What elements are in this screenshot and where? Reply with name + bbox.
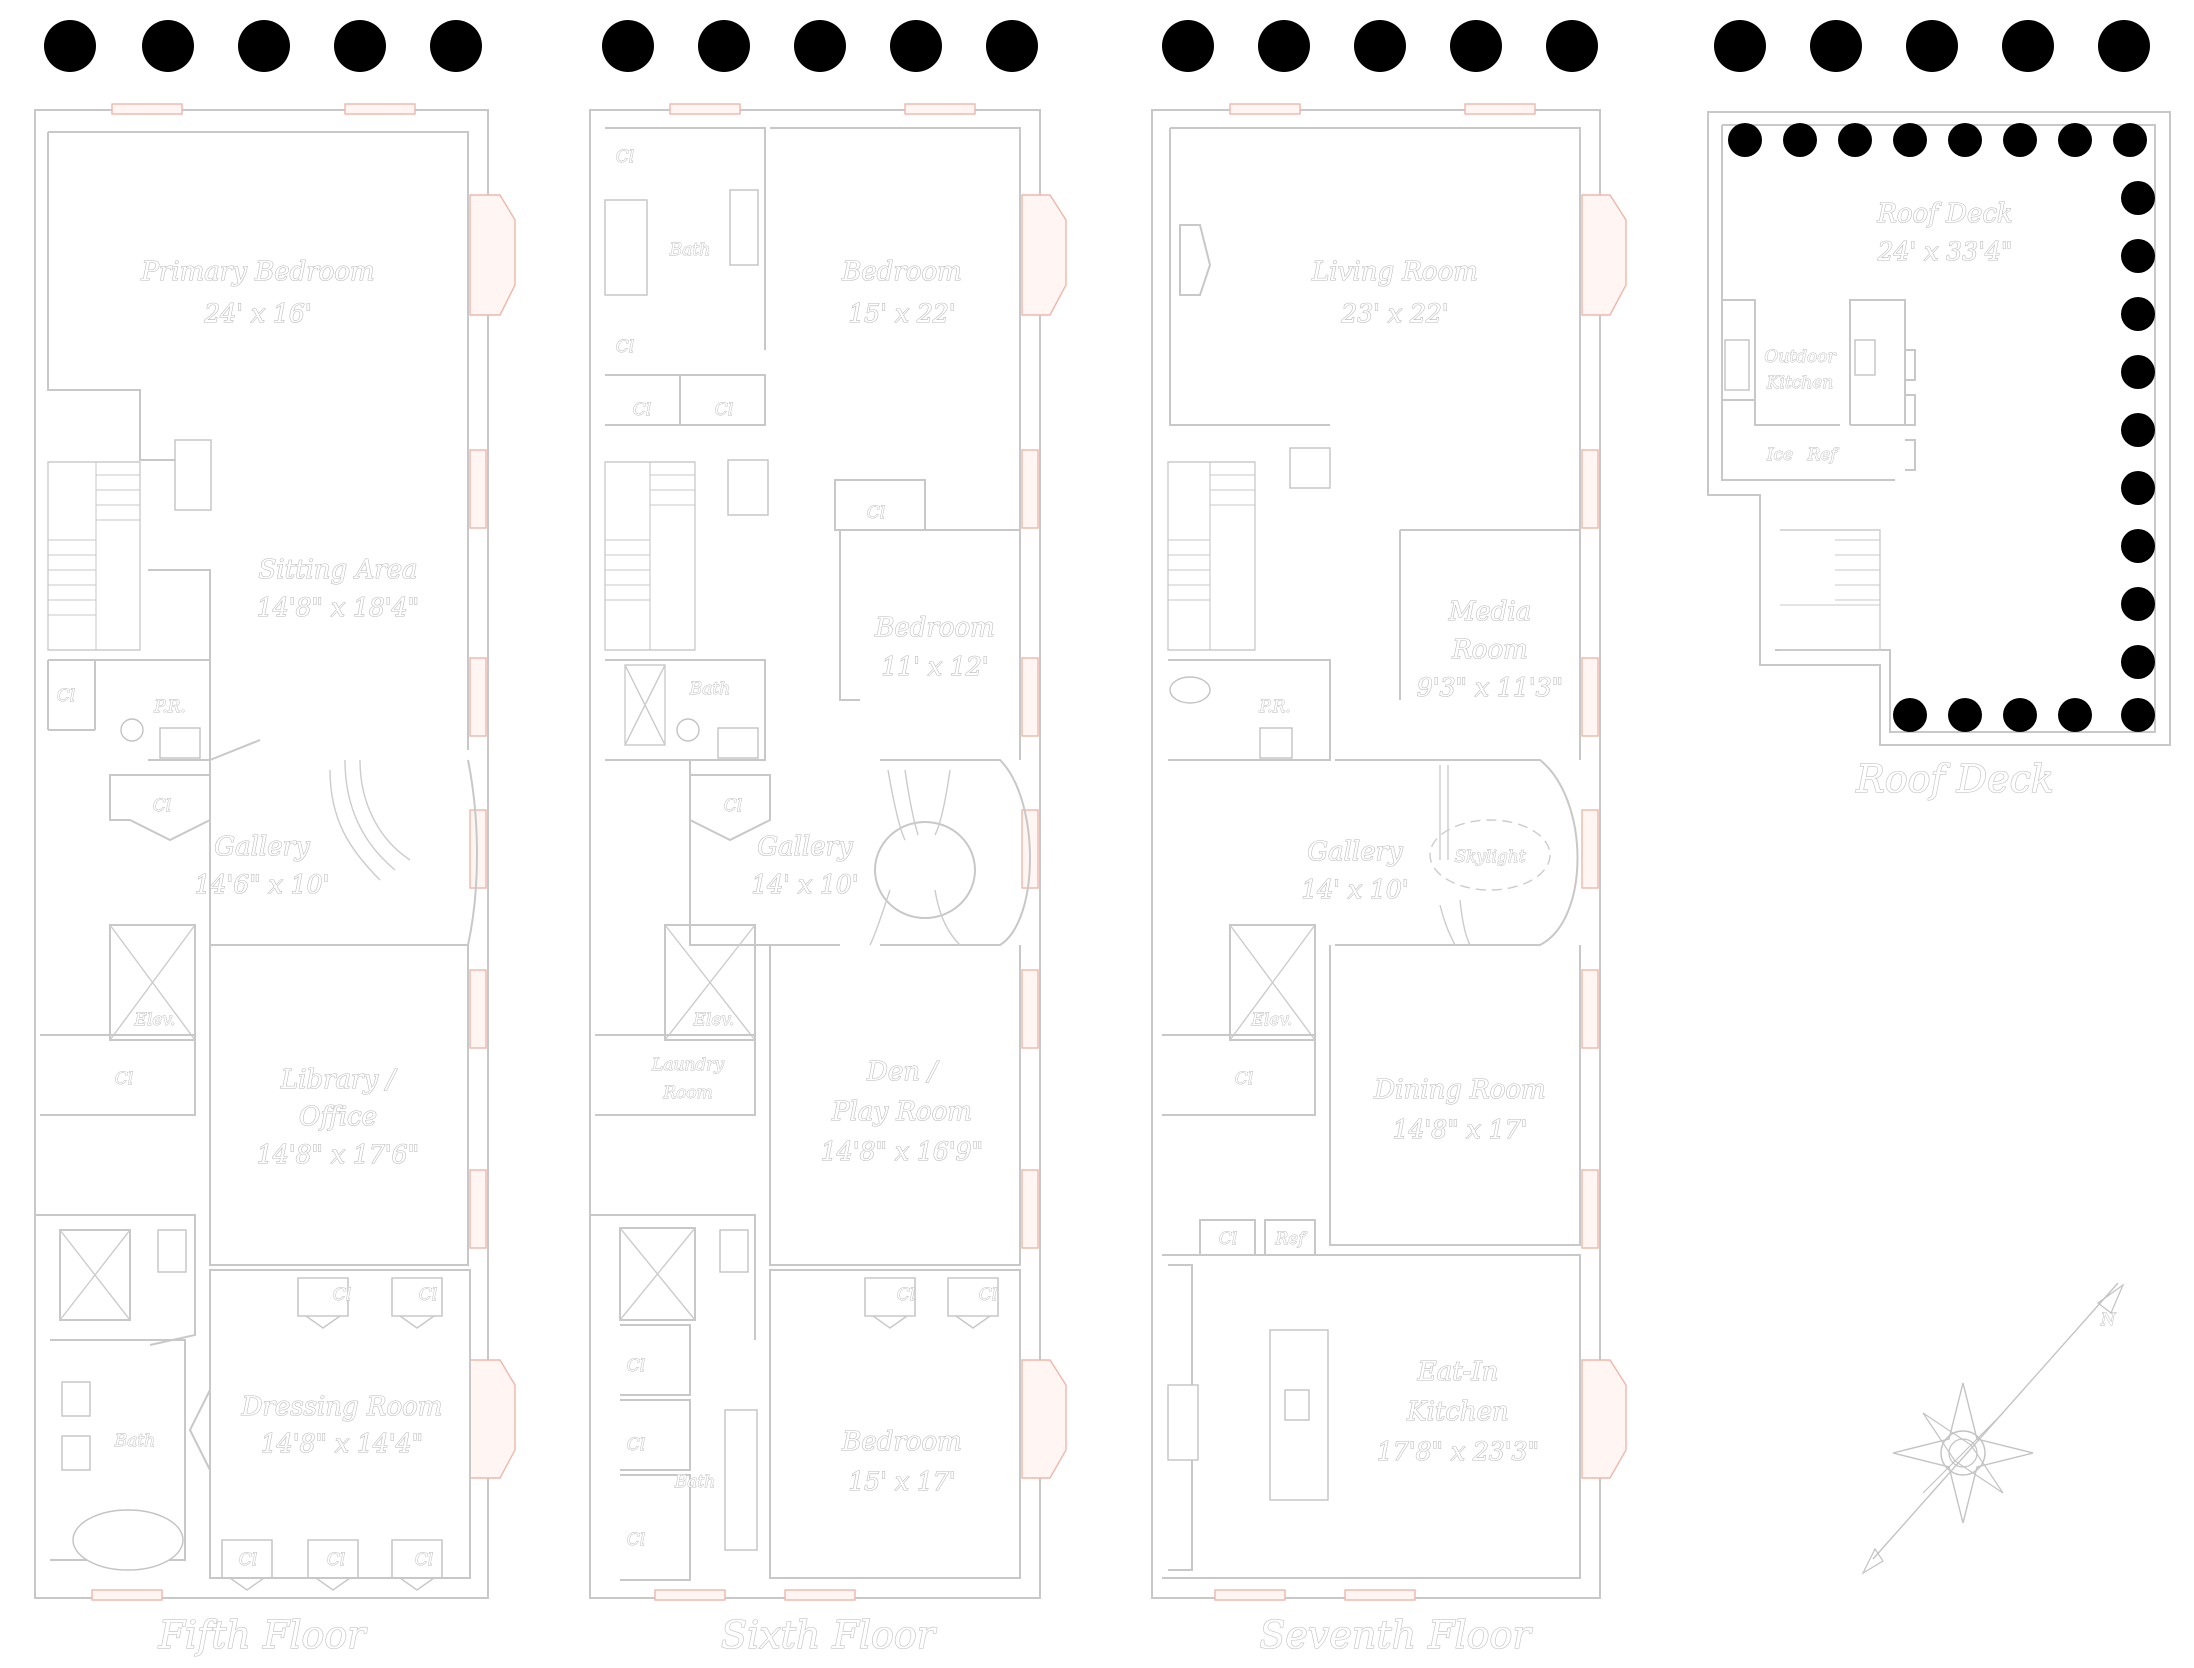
den-dim: 14'8" x 16'9" xyxy=(821,1137,983,1166)
closet-label: Cl xyxy=(239,1550,257,1570)
closet-label: Cl xyxy=(627,1435,645,1455)
sixth-floor-title: Sixth Floor xyxy=(721,1613,938,1657)
closet-label: Cl xyxy=(415,1550,433,1570)
ice-label: Ice xyxy=(1766,445,1793,465)
media-room-dim: 9'3" x 11'3" xyxy=(1417,673,1563,702)
roof-deck-title: Roof Deck xyxy=(1855,757,2054,801)
bedroom-label: Bedroom xyxy=(841,1427,962,1457)
dressing-room-label: Dressing Room xyxy=(241,1392,443,1422)
closet-label: Cl xyxy=(627,1356,645,1376)
closet-label: Cl xyxy=(616,147,634,167)
roof-deck-labels: Roof Deck 24' x 33'4" Outdoor Kitchen Ic… xyxy=(1764,198,2117,1330)
sixth-floor-labels: Bedroom 15' x 22' Bedroom 11' x 12' Gall… xyxy=(615,147,997,1658)
laundry-label-2: Room xyxy=(662,1083,712,1103)
bedroom-dim: 15' x 22' xyxy=(848,299,955,328)
seventh-floor-plan xyxy=(1151,103,1627,1601)
ref-label: Ref xyxy=(1274,1229,1307,1249)
closet-label: Cl xyxy=(153,796,171,816)
compass-north-label: N xyxy=(2100,1310,2117,1330)
sixth-bath-label: Bath xyxy=(689,679,730,699)
kitchen-dim: 17'8" x 23'3" xyxy=(1377,1437,1539,1466)
seventh-floor-labels: Living Room 23' x 22' Media Room 9'3" x … xyxy=(1218,256,1563,1657)
seventh-pr-label: P.R. xyxy=(1258,697,1291,717)
fifth-elev-label: Elev. xyxy=(134,1010,176,1030)
closet-label: Cl xyxy=(327,1550,345,1570)
closet-label: Cl xyxy=(1235,1069,1253,1089)
sixth-elev-label: Elev. xyxy=(693,1010,735,1030)
fifth-floor-plan xyxy=(34,103,516,1601)
gallery-label: Gallery xyxy=(214,832,310,862)
bedroom-label: Bedroom xyxy=(841,257,962,287)
roof-deck-plan xyxy=(1707,111,2171,746)
bedroom-dim: 15' x 17' xyxy=(848,1467,955,1496)
outdoor-kitchen-label: Outdoor xyxy=(1764,347,1836,367)
bedroom-dim: 11' x 12' xyxy=(881,652,988,681)
closet-label: Cl xyxy=(979,1285,997,1305)
closet-label: Cl xyxy=(57,686,75,706)
library-label: Library / xyxy=(280,1065,398,1095)
sixth-bath-label: Bath xyxy=(674,1472,715,1492)
library-dim: 14'8" x 17'6" xyxy=(257,1140,419,1169)
closet-label: Cl xyxy=(633,400,651,420)
library-label-2: Office xyxy=(299,1102,377,1132)
den-label: Den / xyxy=(866,1057,939,1087)
roof-deck-dim: 24' x 33'4" xyxy=(1877,237,2013,266)
closet-label: Cl xyxy=(715,400,733,420)
media-room-label: Media xyxy=(1448,597,1531,627)
fifth-pr-label: P.R. xyxy=(153,697,186,717)
sixth-floor-plan xyxy=(589,103,1067,1601)
kitchen-label-2: Kitchen xyxy=(1406,1397,1509,1427)
gallery-dim: 14' x 10' xyxy=(751,870,858,899)
outdoor-kitchen-label-2: Kitchen xyxy=(1766,373,1833,393)
closet-label: Cl xyxy=(897,1285,915,1305)
dining-room-label: Dining Room xyxy=(1373,1075,1545,1105)
seventh-elev-label: Elev. xyxy=(1251,1010,1293,1030)
media-room-label-2: Room xyxy=(1451,635,1528,665)
fifth-floor-title: Fifth Floor xyxy=(158,1613,369,1657)
gallery-label: Gallery xyxy=(1307,837,1403,867)
gallery-dim: 14' x 10' xyxy=(1301,875,1408,904)
closet-label: Cl xyxy=(419,1285,437,1305)
seventh-floor-title: Seventh Floor xyxy=(1259,1613,1533,1657)
living-room-dim: 23' x 22' xyxy=(1340,299,1448,328)
compass-rose-icon xyxy=(1861,1282,2125,1575)
closet-label: Cl xyxy=(115,1069,133,1089)
planter-row xyxy=(44,20,2150,72)
bedroom-label: Bedroom xyxy=(874,613,995,643)
skylight-label: Skylight xyxy=(1454,847,1525,867)
closet-label: Cl xyxy=(1219,1229,1237,1249)
dining-room-dim: 14'8" x 17' xyxy=(1393,1115,1528,1144)
primary-bedroom-label: Primary Bedroom xyxy=(140,257,374,287)
sitting-area-label: Sitting Area xyxy=(258,555,417,585)
closet-label: Cl xyxy=(616,337,634,357)
fifth-bath-label: Bath xyxy=(114,1431,155,1451)
dressing-room-dim: 14'8" x 14'4" xyxy=(261,1429,423,1458)
closet-label: Cl xyxy=(333,1285,351,1305)
sixth-bath-label: Bath xyxy=(669,240,710,260)
primary-bedroom-dim: 24' x 16' xyxy=(203,299,311,328)
roof-deck-label: Roof Deck xyxy=(1876,199,2012,229)
kitchen-label: Eat-In xyxy=(1417,1357,1499,1387)
gallery-label: Gallery xyxy=(757,832,853,862)
closet-label: Cl xyxy=(867,503,885,523)
ref-label: Ref xyxy=(1806,445,1839,465)
den-label-2: Play Room xyxy=(831,1097,972,1127)
living-room-label: Living Room xyxy=(1311,257,1478,287)
closet-label: Cl xyxy=(627,1530,645,1550)
sitting-area-dim: 14'8" x 18'4" xyxy=(257,593,419,622)
closet-label: Cl xyxy=(724,796,742,816)
fifth-floor-labels: Primary Bedroom 24' x 16' Sitting Area 1… xyxy=(56,256,443,1657)
gallery-dim: 14'6" x 10' xyxy=(195,870,330,899)
laundry-label: Laundry xyxy=(651,1055,724,1075)
